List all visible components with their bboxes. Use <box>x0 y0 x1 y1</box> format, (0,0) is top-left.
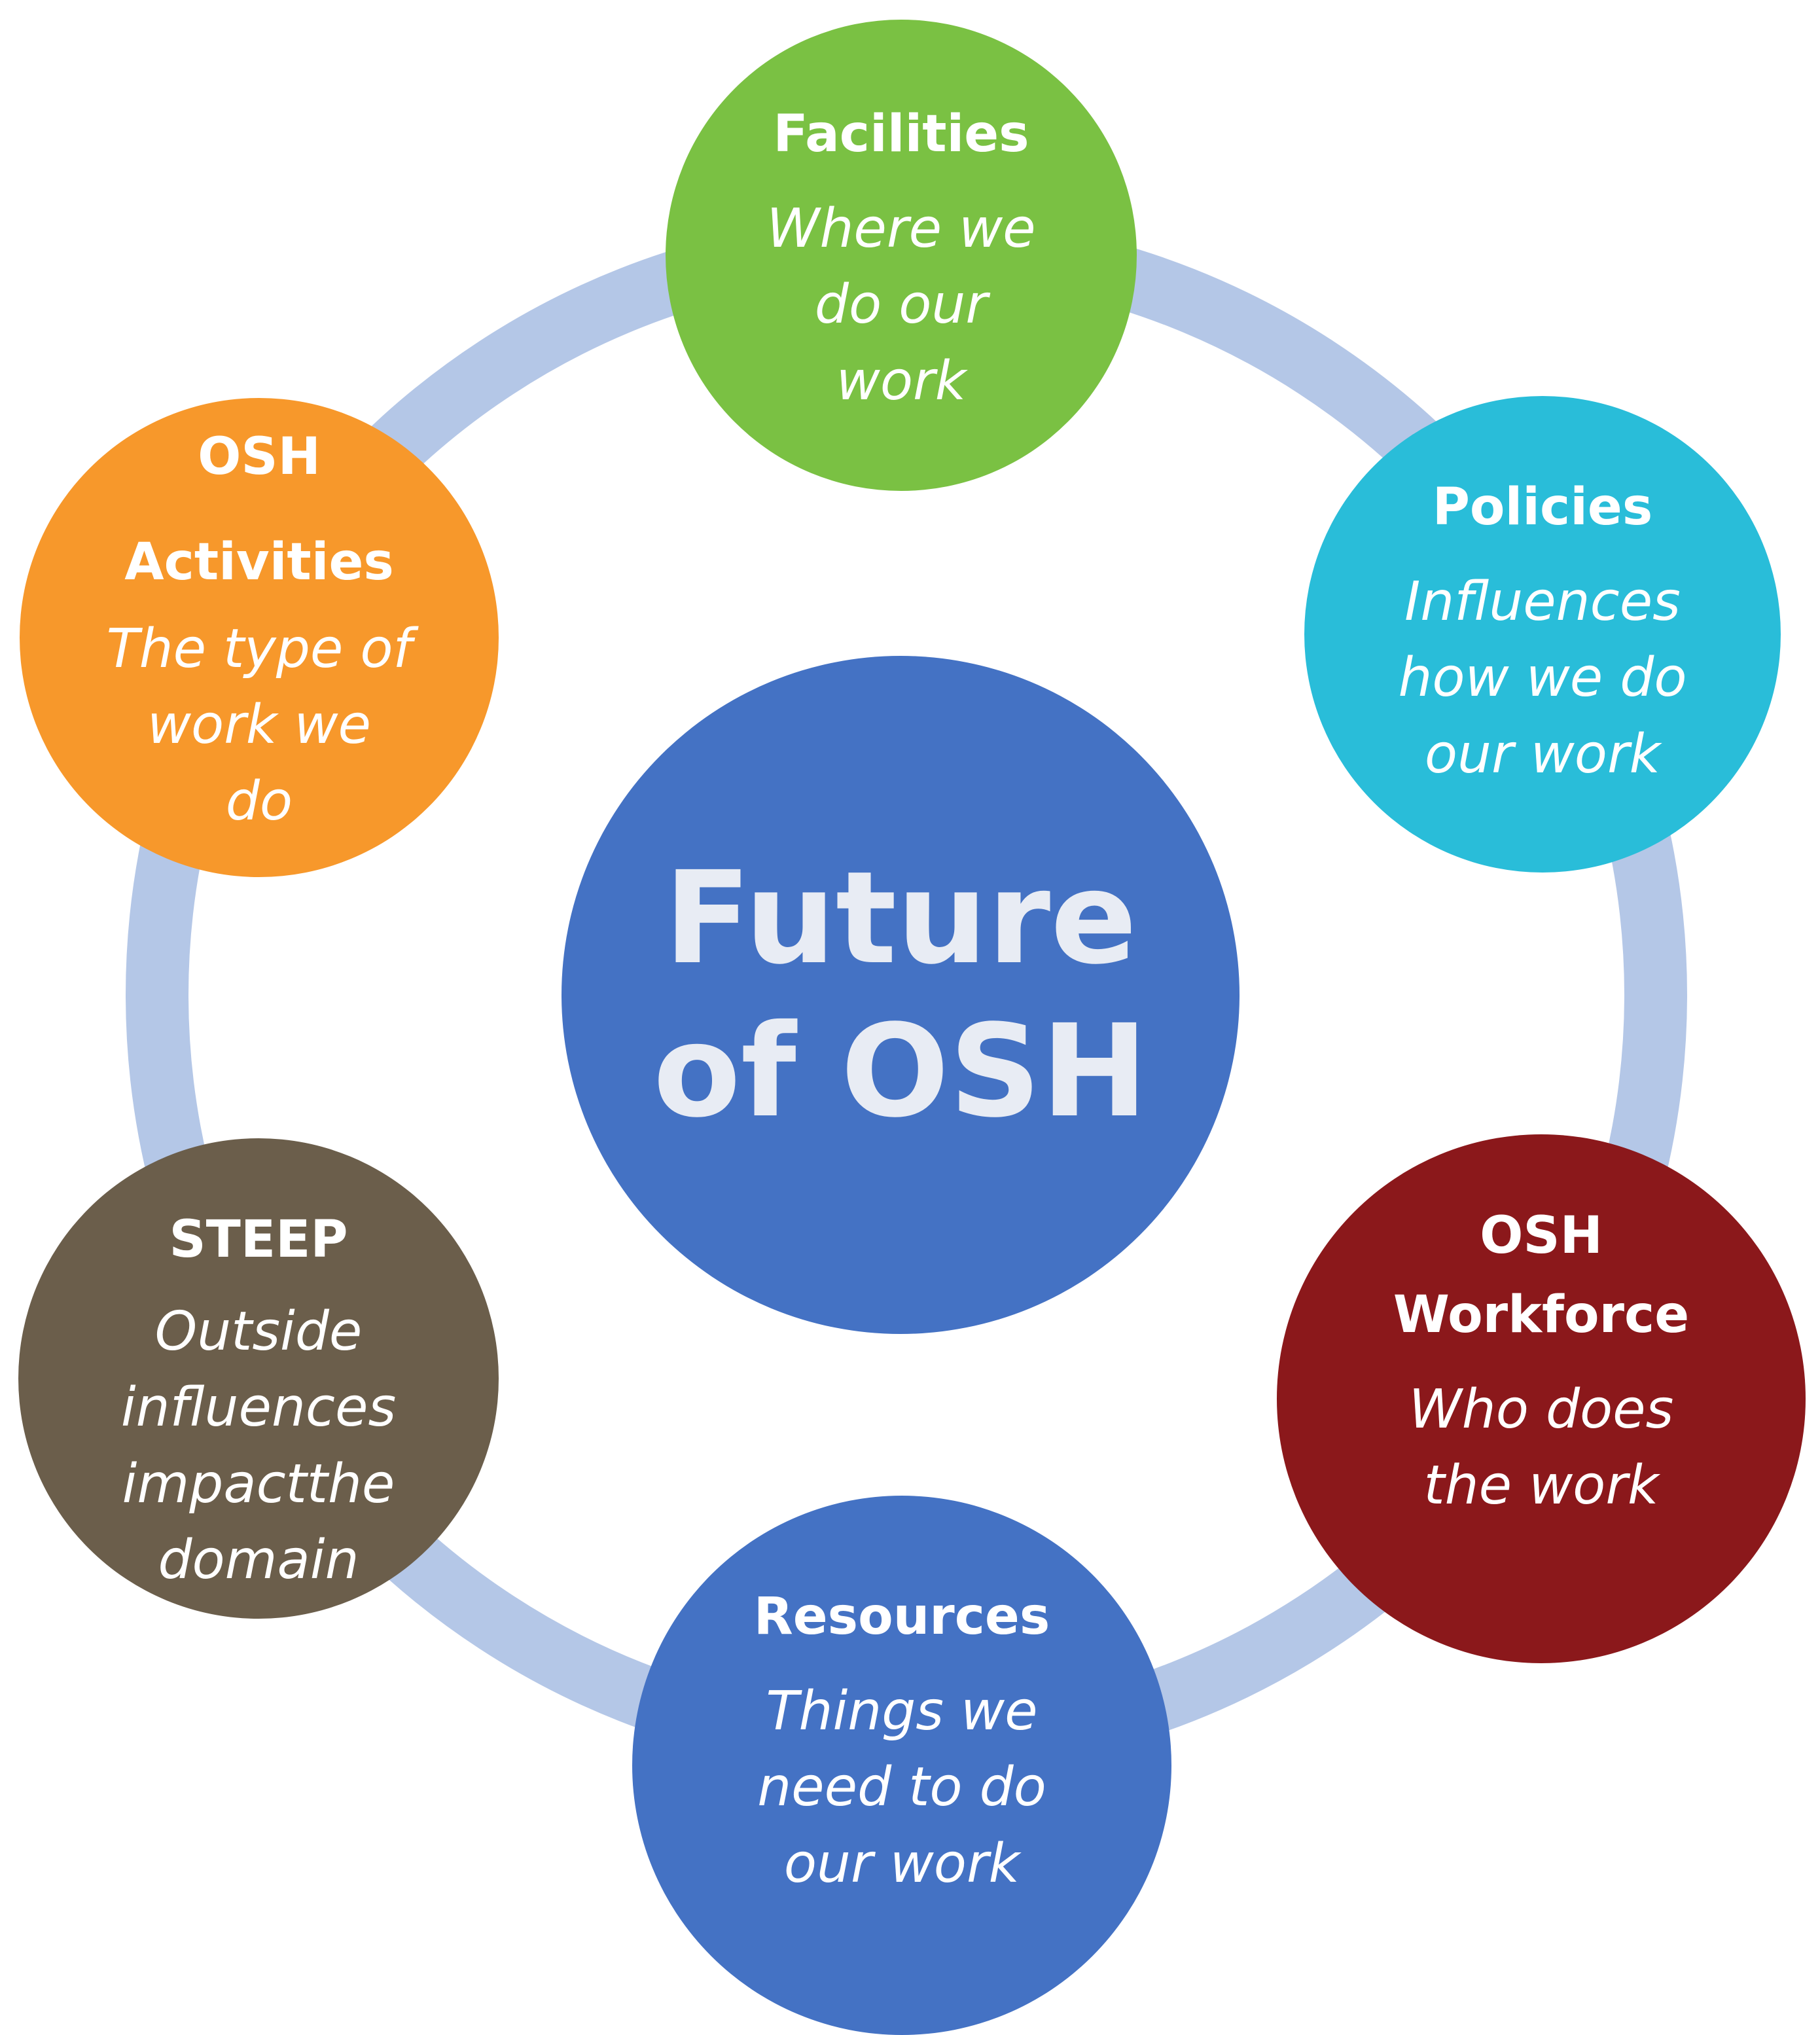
node-facilities-desc: Where we do our work <box>766 191 1035 420</box>
node-policies-desc: Influences how we do our work <box>1398 564 1686 793</box>
node-policies-desc-line: Influences <box>1404 570 1681 633</box>
node-steep-desc-line: impactthe <box>122 1452 395 1515</box>
node-facilities-title: Facilities <box>773 105 1029 164</box>
node-resources-desc-line: our work <box>783 1832 1020 1895</box>
node-osh-activities-title-line: Activities <box>124 532 394 592</box>
node-osh-activities-desc: The type of work we do <box>107 611 412 840</box>
node-osh-workforce-desc: Who does the work <box>1409 1372 1674 1524</box>
node-osh-activities: OSH Activities The type of work we do <box>20 398 499 877</box>
node-policies-desc-line: how we do <box>1398 647 1687 710</box>
node-facilities-desc-line: work <box>836 350 967 412</box>
node-osh-workforce-desc-line: the work <box>1423 1454 1659 1517</box>
node-steep-desc: Outside influences impactthe domain <box>121 1294 396 1599</box>
node-osh-workforce-title-line: OSH <box>1480 1206 1603 1265</box>
center-title-line2: of OSH <box>652 997 1149 1145</box>
center-title-line1: Future <box>664 844 1137 992</box>
node-steep-desc-line: domain <box>158 1529 359 1592</box>
node-osh-activities-desc-line: do <box>225 770 293 833</box>
node-osh-workforce-title-line: Workforce <box>1393 1285 1690 1344</box>
node-steep: STEEP Outside influences impactthe domai… <box>18 1138 499 1619</box>
node-policies-desc-line: our work <box>1424 723 1661 785</box>
node-policies-title: Policies <box>1432 478 1653 537</box>
node-steep-title: STEEP <box>169 1210 348 1269</box>
node-steep-desc-line: influences <box>120 1377 397 1439</box>
node-facilities-desc-line: Where we <box>766 197 1036 260</box>
node-resources-desc-line: need to do <box>757 1756 1046 1819</box>
node-osh-workforce: OSH Workforce Who does the work <box>1277 1134 1806 1663</box>
node-osh-activities-desc-line: work we <box>147 694 371 757</box>
center-circle: Future of OSH <box>562 656 1240 1334</box>
node-resources-desc: Things we need to do our work <box>757 1674 1046 1902</box>
node-policies: Policies Influences how we do our work <box>1304 396 1781 873</box>
cycle-diagram: Future of OSH Facilities Where we do our… <box>18 20 1806 2035</box>
node-facilities: Facilities Where we do our work <box>666 20 1137 491</box>
node-resources-desc-line: Things we <box>766 1680 1038 1742</box>
node-osh-activities-desc-line: The type of <box>106 617 412 680</box>
node-steep-desc-line: Outside <box>154 1300 363 1363</box>
node-osh-activities-title-line: OSH <box>198 427 321 486</box>
node-resources-title: Resources <box>753 1587 1050 1646</box>
node-resources: Resources Things we need to do our work <box>632 1496 1171 2035</box>
node-osh-workforce-desc-line: Who does <box>1408 1378 1674 1441</box>
node-facilities-desc-line: do our <box>814 274 988 336</box>
